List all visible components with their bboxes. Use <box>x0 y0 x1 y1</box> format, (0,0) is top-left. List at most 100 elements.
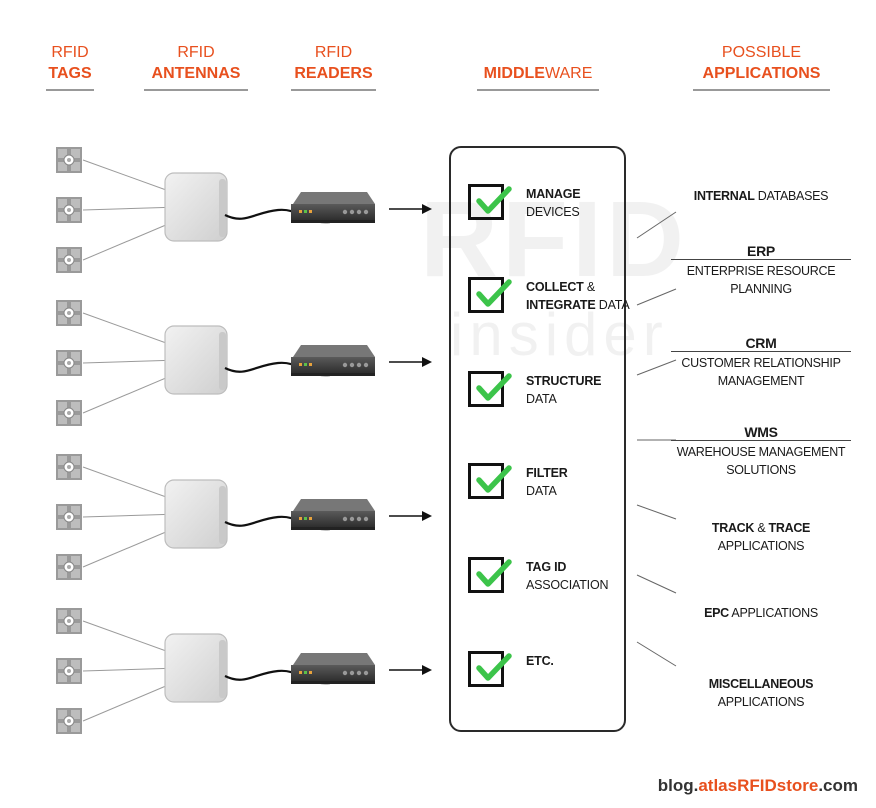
application-rest: & <box>754 521 769 535</box>
tag-link-line <box>82 667 181 672</box>
application-abbr: CRM <box>745 335 777 351</box>
header-readers-underline <box>291 89 376 91</box>
footer-url[interactable]: blog.atlasRFIDstore.com <box>658 776 858 796</box>
tag-link-line <box>82 620 181 657</box>
app-connector-line <box>636 574 677 594</box>
application-bold: TRACK <box>711 521 755 535</box>
tag-link-line <box>82 159 181 196</box>
checkmark-icon <box>476 653 512 681</box>
application-item: CRM CUSTOMER RELATIONSHIP MANAGEMENT <box>671 335 851 390</box>
application-bold: EPC <box>704 606 729 620</box>
checkmark-icon <box>476 465 512 493</box>
application-item: INTERNAL DATABASES <box>671 187 851 205</box>
tag-link-line <box>82 371 181 414</box>
header-applications-underline <box>693 89 830 91</box>
reader-group <box>55 453 432 581</box>
application-bold: INTERNAL <box>693 189 755 203</box>
header-middleware: MIDDLEWARE <box>477 63 599 91</box>
rfid-tag-icon <box>55 607 83 635</box>
tag-link-line <box>82 513 181 518</box>
application-line2: APPLICATIONS <box>717 539 805 553</box>
header-applications: POSSIBLE APPLICATIONS <box>693 42 830 91</box>
middleware-item-text: COLLECT & INTEGRATE DATA <box>526 278 630 314</box>
header-readers-line1: RFID <box>314 44 353 61</box>
arrow-head-icon <box>422 204 432 214</box>
application-rest: APPLICATIONS <box>728 606 818 620</box>
tag-link-line <box>82 359 181 364</box>
rfid-tag-icon <box>55 707 83 735</box>
application-item: TRACK & TRACE APPLICATIONS <box>671 519 851 555</box>
reader-groups <box>55 146 432 735</box>
rfid-tag-icon <box>55 196 83 224</box>
application-bold2: TRACE <box>768 521 811 535</box>
middleware-box <box>449 146 626 732</box>
rfid-antenna-icon <box>164 479 228 549</box>
checkmark-icon <box>476 186 512 214</box>
middleware-item-bold: ETC. <box>526 654 554 668</box>
rfid-antenna-icon <box>164 172 228 242</box>
application-abbr: WMS <box>744 424 778 440</box>
tag-link-line <box>82 218 181 261</box>
middleware-item: TAG ID ASSOCIATION <box>468 557 628 601</box>
arrow-head-icon <box>422 357 432 367</box>
rfid-antenna-icon <box>164 633 228 703</box>
rfid-tag-icon <box>55 146 83 174</box>
checkmark-icon <box>476 559 512 587</box>
tag-link-line <box>82 679 181 722</box>
middleware-item-text: STRUCTURE DATA <box>526 372 601 408</box>
rfid-tag-icon <box>55 299 83 327</box>
app-connector-line <box>636 211 677 239</box>
application-full: CUSTOMER RELATIONSHIP <box>671 351 851 372</box>
middleware-item-line2: DATA <box>595 298 630 312</box>
application-line2: APPLICATIONS <box>717 695 805 709</box>
application-rest: DATABASES <box>754 189 829 203</box>
rfid-tag-icon <box>55 657 83 685</box>
rfid-tag-icon <box>55 553 83 581</box>
middleware-item: FILTER DATA <box>468 463 628 507</box>
rfid-tag-icon <box>55 453 83 481</box>
footer-url-post: .com <box>818 776 858 795</box>
footer-url-accent: atlasRFIDstore <box>698 776 819 795</box>
header-applications-line2: APPLICATIONS <box>702 65 821 82</box>
middleware-item-line2: DEVICES <box>526 205 580 219</box>
application-full: WAREHOUSE MANAGEMENT <box>671 440 851 461</box>
tag-link-line <box>82 525 181 568</box>
app-connector-line <box>636 641 677 667</box>
checkbox-icon <box>468 184 512 220</box>
checkbox-icon <box>468 277 512 313</box>
application-abbr: ERP <box>747 243 775 259</box>
arrow-head-icon <box>422 511 432 521</box>
application-full-line2: PLANNING <box>730 282 792 296</box>
header-antennas: RFID ANTENNAS <box>144 42 248 91</box>
middleware-item-text: TAG ID ASSOCIATION <box>526 558 609 594</box>
application-full: ENTERPRISE RESOURCE <box>671 259 851 280</box>
middleware-item-text: MANAGE DEVICES <box>526 185 581 221</box>
rfid-reader-icon <box>291 653 375 684</box>
header-middleware-strong: MIDDLE <box>483 65 545 82</box>
header-readers: RFID READERS <box>291 42 376 91</box>
middleware-item-bold: MANAGE <box>526 187 581 201</box>
application-connectors <box>636 211 677 667</box>
rfid-tag-icon <box>55 246 83 274</box>
header-tags: RFID TAGS <box>46 42 94 91</box>
middleware-item-line2-bold: INTEGRATE <box>526 298 596 312</box>
checkbox-icon <box>468 651 512 687</box>
application-item: MISCELLANEOUS APPLICATIONS <box>671 675 851 711</box>
rfid-antenna-icon <box>164 325 228 395</box>
middleware-item: ETC. <box>468 651 628 695</box>
middleware-item-bold: COLLECT <box>526 280 584 294</box>
rfid-reader-icon <box>291 192 375 223</box>
tag-link-line <box>82 312 181 349</box>
rfid-tag-icon <box>55 349 83 377</box>
middleware-item: MANAGE DEVICES <box>468 184 628 228</box>
middleware-item-bold: STRUCTURE <box>526 374 602 388</box>
tag-link-line <box>82 206 181 211</box>
header-antennas-line1: RFID <box>177 44 215 61</box>
header-middleware-underline <box>477 89 599 91</box>
checkbox-icon <box>468 557 512 593</box>
middleware-item-line2: DATA <box>526 484 557 498</box>
application-item: WMS WAREHOUSE MANAGEMENT SOLUTIONS <box>671 424 851 479</box>
application-item: EPC APPLICATIONS <box>671 604 851 622</box>
middleware-item-text: FILTER DATA <box>526 464 568 500</box>
